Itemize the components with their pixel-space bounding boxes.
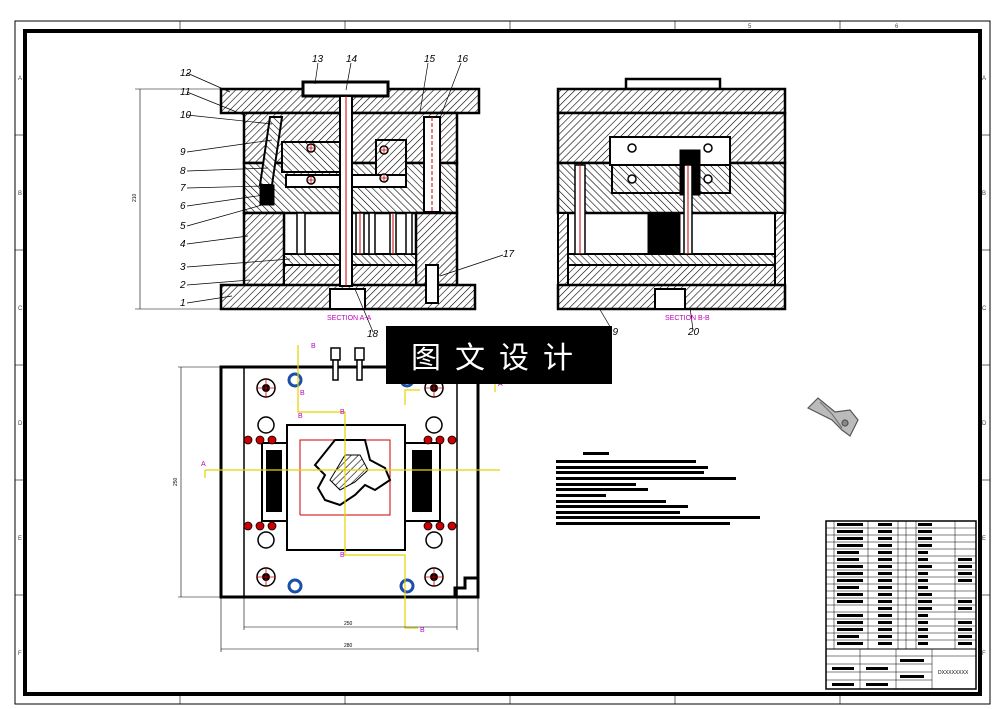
callout-number: 3 bbox=[180, 262, 186, 273]
section-mark: B bbox=[340, 552, 345, 559]
section-cut-lines bbox=[204, 345, 500, 629]
callout-number: 19 bbox=[607, 327, 619, 338]
section-mark: B bbox=[300, 390, 305, 397]
grid-label-side: A bbox=[18, 76, 22, 82]
technical-notes bbox=[556, 452, 760, 525]
callout-number: 9 bbox=[180, 147, 186, 158]
grid-label-side: D bbox=[18, 421, 23, 427]
grid-label-side: E bbox=[18, 536, 22, 542]
frame-ticks bbox=[15, 21, 990, 704]
section-b-label: SECTION B-B bbox=[665, 315, 710, 322]
callout-number: 7 bbox=[180, 183, 186, 194]
grid-label-side: A bbox=[982, 76, 986, 82]
section-mark: A bbox=[201, 461, 206, 468]
grid-label-side: E bbox=[982, 536, 986, 542]
drawing-number: DXXXXXXXX bbox=[938, 670, 969, 676]
callout-number: 10 bbox=[180, 110, 192, 121]
grid-label-side: B bbox=[18, 191, 22, 197]
plan-height-value: 250 bbox=[173, 477, 179, 486]
part-3d-thumbnail bbox=[806, 397, 859, 437]
bom-entries bbox=[832, 523, 972, 686]
callout-number: 8 bbox=[180, 166, 186, 177]
front-height-dimension bbox=[135, 88, 221, 310]
title-block bbox=[825, 520, 977, 690]
callout-number: 11 bbox=[180, 87, 190, 98]
callout-number: 16 bbox=[457, 54, 469, 65]
section-mark: A bbox=[498, 381, 503, 388]
outer-frame bbox=[14, 20, 991, 705]
callout-number: 17 bbox=[503, 249, 515, 260]
section-mark: B bbox=[311, 343, 316, 350]
plan-width-inner-value: 250 bbox=[344, 621, 353, 627]
grid-label-side: D bbox=[982, 421, 987, 427]
grid-label-side: C bbox=[18, 306, 23, 312]
plan-width-outer-value: 280 bbox=[344, 643, 353, 649]
callout-number: 13 bbox=[312, 54, 324, 65]
callout-number: 4 bbox=[180, 239, 186, 250]
callout-number: 5 bbox=[180, 221, 186, 232]
grid-label-side: C bbox=[982, 306, 987, 312]
grid-label-top: 6 bbox=[895, 24, 899, 30]
plan-dimensions bbox=[178, 366, 479, 652]
section-mark: B bbox=[340, 409, 345, 416]
grid-label-side: B bbox=[982, 191, 986, 197]
grid-label-top: 5 bbox=[748, 24, 752, 30]
callout-number: 14 bbox=[346, 54, 358, 65]
callout-number: 6 bbox=[180, 201, 186, 212]
section-a-view bbox=[219, 80, 481, 311]
callout-number: 12 bbox=[180, 68, 192, 79]
front-height-value: 210 bbox=[132, 193, 138, 202]
section-mark: B bbox=[298, 413, 303, 420]
callout-number: 1 bbox=[180, 298, 186, 309]
grid-label-side: F bbox=[18, 651, 22, 657]
callout-number: 20 bbox=[687, 327, 700, 338]
plan-view bbox=[219, 347, 480, 599]
section-a-label: SECTION A-A bbox=[327, 315, 372, 322]
callout-number: 15 bbox=[424, 54, 436, 65]
callout-number: 2 bbox=[179, 280, 186, 291]
grid-label-side: F bbox=[982, 651, 986, 657]
watermark-banner: 图文设计 bbox=[386, 326, 612, 384]
inner-frame bbox=[23, 29, 982, 696]
section-mark: B bbox=[420, 627, 425, 634]
callout-number: 18 bbox=[367, 329, 379, 340]
section-b-view bbox=[556, 77, 787, 311]
